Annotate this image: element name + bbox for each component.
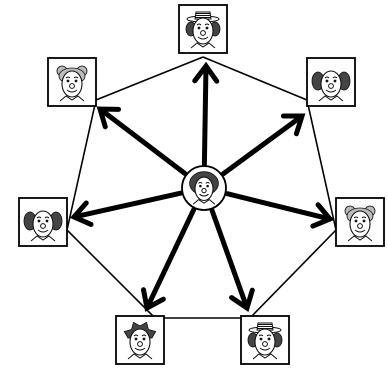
- face-nodes: [18, 4, 385, 365]
- arrow-lower-left: [140, 207, 197, 312]
- polygon-edge: [202, 56, 308, 101]
- node-left: [18, 197, 68, 247]
- clown-face-bald-tufts-icon: [311, 70, 351, 102]
- bear-ears-clown-face-icon: [344, 205, 376, 242]
- clown-face-icon: [189, 171, 219, 205]
- clown-face-with-striped-hat-icon: [247, 322, 283, 360]
- arrowhead: [140, 287, 166, 312]
- arrow-shaft: [99, 107, 188, 176]
- arrowhead: [229, 287, 255, 312]
- arrow-shaft: [224, 191, 331, 222]
- polygon-edge: [95, 56, 204, 101]
- arrow-upper-right: [220, 113, 306, 177]
- arrow-left: [69, 190, 184, 227]
- clown-face-with-striped-hat-icon: [185, 11, 221, 49]
- polygon-edge: [306, 99, 337, 231]
- arrow-lower-right: [209, 208, 255, 312]
- outer-polygon: [66, 56, 337, 319]
- arrowhead: [96, 106, 122, 130]
- bear-ears-clown-face-icon: [56, 65, 88, 102]
- center-arrows: [69, 61, 335, 312]
- arrow-shaft: [73, 190, 184, 220]
- node-upper-left: [47, 57, 97, 107]
- node-lower-right: [240, 315, 290, 365]
- clown-face-bald-tufts-icon: [23, 210, 63, 242]
- polygon-edge: [249, 229, 337, 319]
- arrowhead: [310, 202, 335, 229]
- arrowhead: [280, 113, 306, 137]
- arrowhead: [69, 200, 94, 227]
- arrowhead: [192, 61, 220, 84]
- arrow-shaft: [145, 207, 197, 309]
- arrow-shaft: [201, 65, 209, 167]
- node-upper-right: [306, 57, 356, 107]
- arrow-top: [192, 61, 220, 167]
- arrow-shaft: [220, 114, 303, 177]
- center-node: [181, 165, 227, 211]
- clown-face-spiky-hair-icon: [123, 321, 157, 360]
- node-top: [178, 4, 228, 54]
- node-right: [335, 197, 385, 247]
- polygon-edge: [66, 229, 156, 319]
- arrow-upper-left: [96, 106, 188, 176]
- polygon-edge: [66, 99, 97, 231]
- arrow-shaft: [209, 208, 249, 309]
- node-lower-left: [115, 315, 165, 365]
- arrow-right: [224, 191, 335, 229]
